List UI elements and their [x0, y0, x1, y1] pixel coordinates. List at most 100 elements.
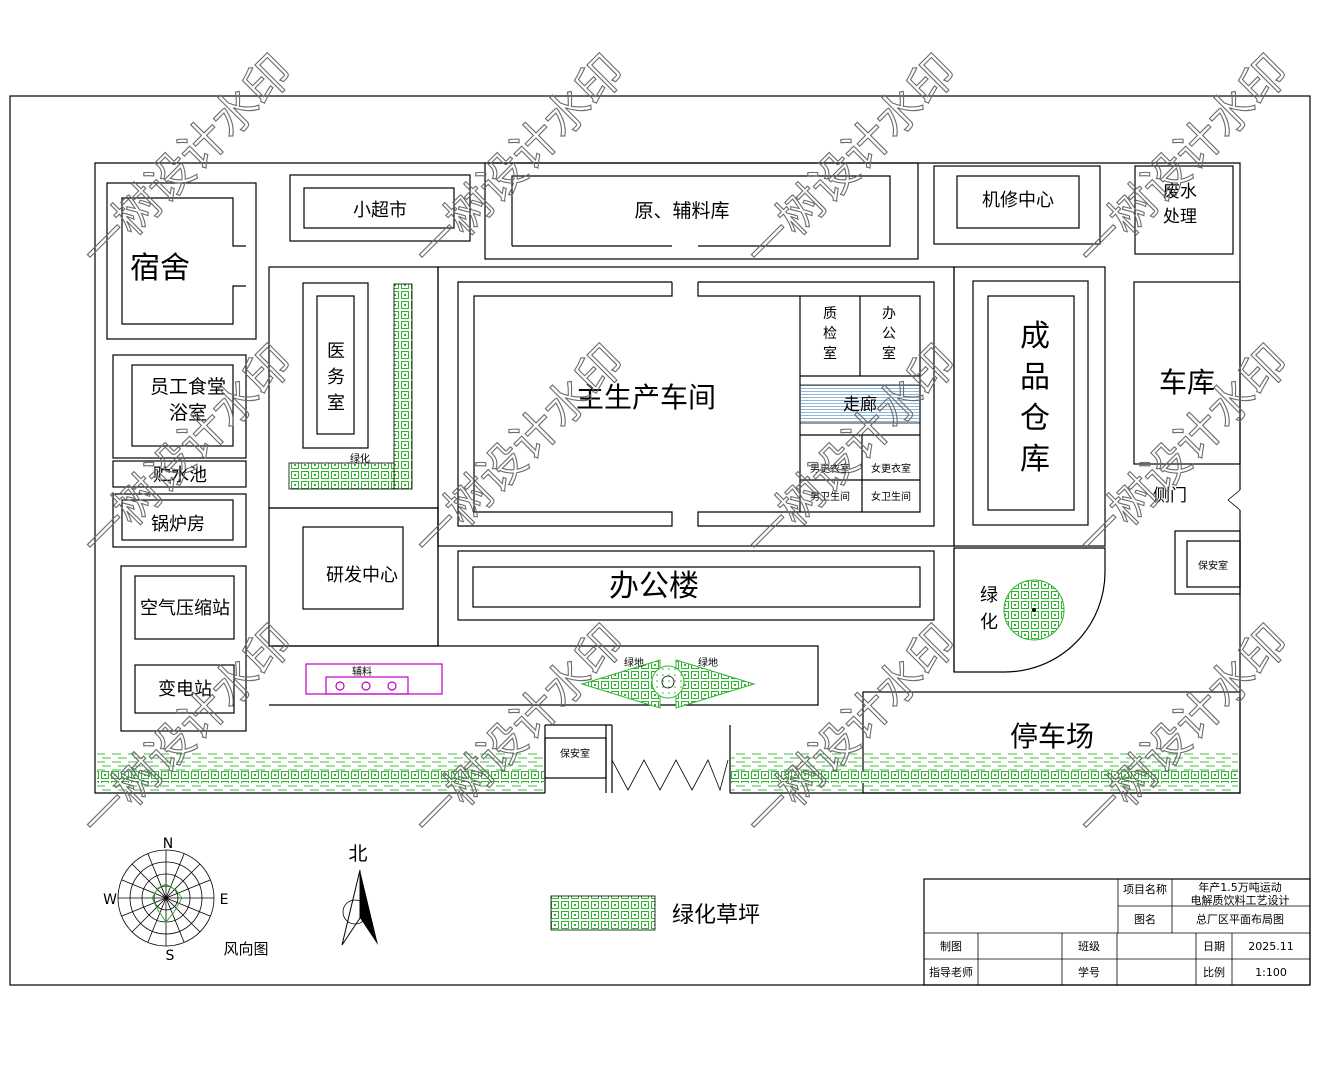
aux-material-inner	[325, 676, 409, 695]
label-supermarket: 小超市	[353, 200, 407, 221]
north-arrow: 北	[341, 843, 378, 946]
title-block: 项目名称 年产1.5万吨运动 电解质饮料工艺设计 图名 总厂区平面布局图 制图 …	[923, 878, 1311, 986]
label-raw-material: 原、辅料库	[634, 200, 729, 222]
zone-supermarket	[289, 174, 471, 242]
label-parking: 停车场	[1010, 720, 1094, 753]
tb-project-val-1: 年产1.5万吨运动	[1198, 880, 1282, 894]
zone-repair	[933, 165, 1101, 245]
legend-label: 绿化草坪	[672, 903, 760, 928]
clinic-outer	[302, 282, 369, 449]
main-gate-zigzag	[611, 759, 729, 792]
label-qc-1: 质	[823, 306, 837, 322]
label-green-left: 绿地	[624, 656, 644, 669]
labels: 宿舍 小超市 原、辅料库 机修中心 废水 处理 医 务 室 绿化 主生产车间 质…	[130, 182, 1228, 760]
label-substation: 变电站	[158, 679, 212, 700]
watermark-12: 一树设计水印	[1066, 614, 1299, 847]
side-gate-notch	[1227, 489, 1241, 511]
watermark-4: 一树设计水印	[1066, 44, 1299, 277]
warehouse-outer	[972, 280, 1089, 526]
fountain-center	[661, 675, 675, 689]
legend: 绿化草坪	[550, 895, 760, 931]
tb-project-val-2: 电解质饮料工艺设计	[1191, 893, 1290, 907]
watermark-10: 一树设计水印	[402, 614, 635, 847]
label-warehouse-2: 品	[1020, 360, 1050, 395]
office-building	[472, 566, 921, 608]
tb-scale-key: 比例	[1203, 965, 1225, 979]
zone-raw-material	[484, 162, 919, 260]
tb-class-key: 班级	[1078, 940, 1100, 953]
wind-rose: N S E W 风向图	[103, 836, 268, 964]
label-clinic-1: 医	[327, 341, 345, 362]
north-arrow-icon	[360, 870, 378, 945]
label-wastewater-2: 处理	[1163, 207, 1197, 227]
label-office-room-3: 室	[882, 345, 896, 362]
tb-date-key: 日期	[1203, 940, 1225, 953]
label-warehouse-3: 仓	[1020, 401, 1050, 436]
label-office-room-1: 办	[882, 306, 896, 322]
green-strip-horizontal	[288, 462, 395, 490]
label-boiler: 锅炉房	[151, 514, 205, 535]
compass-n: N	[163, 836, 173, 852]
tb-date-val: 2025.11	[1248, 940, 1294, 953]
label-green-small: 绿化	[350, 452, 370, 465]
label-compressor: 空气压缩站	[140, 598, 230, 619]
aux-tank-3	[387, 681, 397, 691]
aux-tank-1	[335, 681, 345, 691]
label-womens-locker: 女更衣室	[871, 462, 911, 475]
clinic-building	[316, 295, 355, 435]
label-aux-material: 辅料	[352, 665, 372, 678]
zone-finished-warehouse	[953, 266, 1106, 547]
supermarket-building	[303, 187, 455, 229]
compass-s: S	[166, 948, 175, 964]
north-label: 北	[348, 843, 367, 865]
label-dormitory: 宿舍	[130, 251, 190, 286]
aux-tank-2	[361, 681, 371, 691]
boiler-building	[121, 499, 234, 541]
label-side-gate: 侧门	[1153, 486, 1187, 506]
label-rd-center: 研发中心	[326, 565, 398, 586]
site-boundary	[94, 162, 1241, 794]
zone-compressor	[120, 565, 247, 732]
rd-building	[302, 526, 404, 610]
label-womens-wc: 女卫生间	[871, 490, 911, 503]
zone-lower-center	[269, 645, 819, 706]
canteen-building	[131, 364, 234, 447]
zone-dormitory	[106, 182, 257, 340]
tb-drawing-val: 总厂区平面布局图	[1196, 912, 1284, 926]
zone-office-building	[457, 550, 935, 621]
repair-building	[956, 175, 1080, 229]
garage-building	[1133, 281, 1241, 465]
tb-project-key: 项目名称	[1123, 882, 1167, 896]
label-guard-side: 保安室	[1198, 559, 1228, 572]
label-wastewater-1: 废水	[1163, 182, 1197, 202]
reservoir-box	[112, 460, 247, 488]
label-warehouse-1: 成	[1020, 319, 1050, 354]
label-garage: 车库	[1159, 366, 1215, 399]
label-clinic-3: 室	[327, 393, 345, 414]
zone-parking	[862, 691, 1241, 794]
label-green-round-2: 化	[980, 612, 998, 633]
watermark: 一树设计水印 一树设计水印 一树设计水印 一树设计水印 一树设计水印 一树设计水…	[69, 44, 1299, 848]
zone-boiler	[112, 493, 247, 548]
watermark-9: 一树设计水印	[70, 614, 303, 847]
green-strip-vertical	[393, 283, 413, 490]
main-workshop-building	[457, 281, 673, 527]
zone-wastewater	[1134, 165, 1234, 255]
label-repair-center: 机修中心	[982, 190, 1054, 211]
watermark-6: 一树设计水印	[402, 334, 635, 567]
compass-e: E	[220, 892, 229, 908]
watermark-3: 一树设计水印	[734, 44, 967, 277]
green-round-center	[1032, 608, 1036, 612]
dormitory-building	[121, 197, 246, 325]
watermark-2: 一树设计水印	[402, 44, 635, 277]
label-reservoir: 贮水池	[153, 465, 207, 486]
label-canteen-2: 浴室	[169, 402, 207, 424]
label-office-building: 办公楼	[609, 569, 699, 604]
tb-drawing-key: 图名	[1134, 912, 1156, 926]
green-belt-right-grid	[731, 771, 1238, 783]
label-mens-wc: 男卫生间	[810, 490, 850, 503]
zone-canteen	[112, 354, 247, 459]
watermark-11: 一树设计水印	[734, 614, 967, 847]
zone-round-green	[953, 547, 1106, 673]
